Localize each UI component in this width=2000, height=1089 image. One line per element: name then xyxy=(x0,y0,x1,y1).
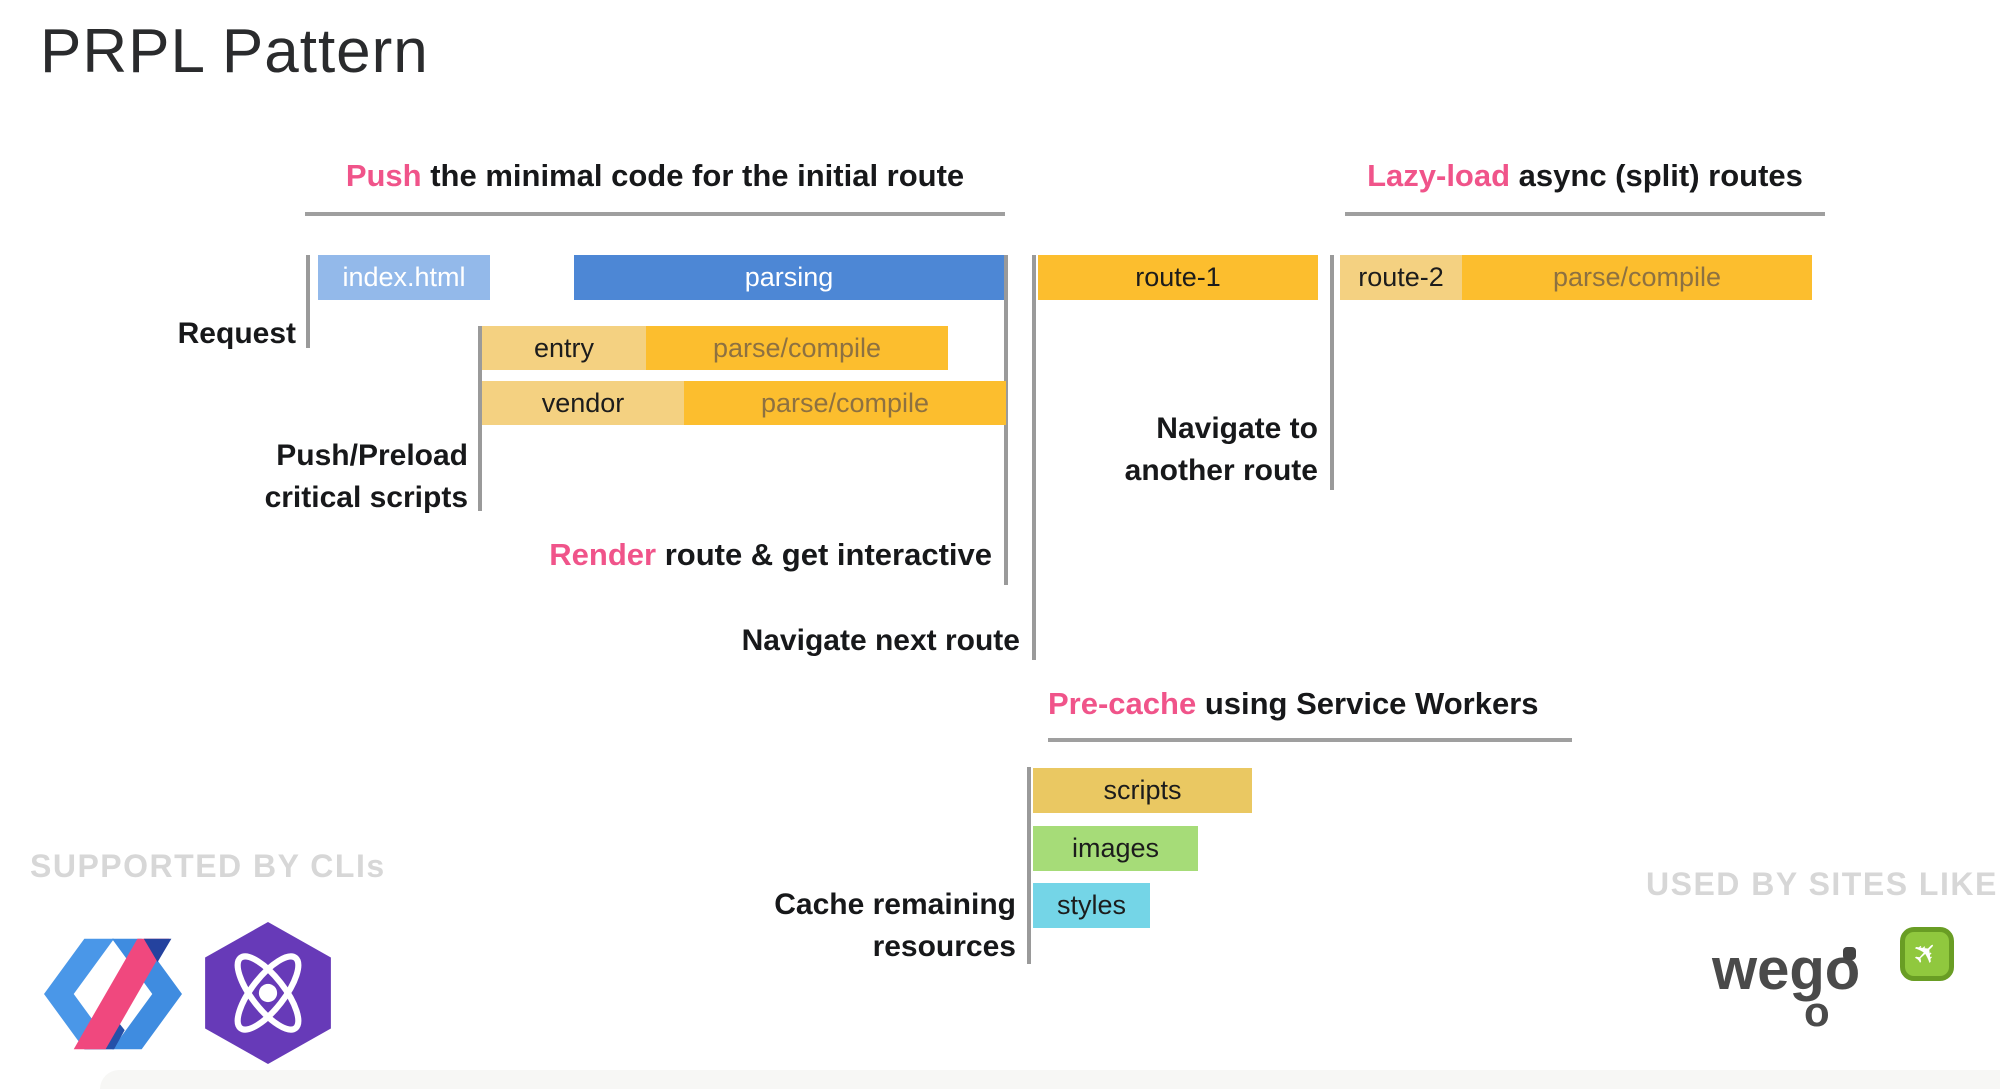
lazyload-header-accent: Lazy-load xyxy=(1367,158,1511,193)
render-header: Render route & get interactive xyxy=(392,537,992,573)
precache-header-accent: Pre-cache xyxy=(1048,686,1197,721)
bar-parsing: parsing xyxy=(574,255,1004,300)
push-preload-label-line2: critical scripts xyxy=(264,481,468,514)
push-header-accent: Push xyxy=(345,158,422,193)
cache-remaining-label: Cache remaining resources xyxy=(716,884,1016,968)
preact-logo-icon xyxy=(205,922,331,1064)
bar-vendor: vendor xyxy=(482,381,684,425)
push-header-rest: the minimal code for the initial route xyxy=(421,158,965,193)
push-preload-label: Push/Preload critical scripts xyxy=(100,435,468,519)
render-header-accent: Render xyxy=(549,537,657,572)
page-title: PRPL Pattern xyxy=(40,17,429,86)
render-tick-line xyxy=(1004,255,1008,585)
bar-styles: styles xyxy=(1033,883,1150,928)
bar-route-2-parse-compile: parse/compile xyxy=(1462,255,1812,300)
navigate-another-label-line2: another route xyxy=(1124,454,1318,487)
request-tick-line xyxy=(306,255,310,348)
navigate-another-label-line1: Navigate to xyxy=(1156,412,1318,445)
polymer-logo-icon xyxy=(44,938,182,1050)
cache-remaining-label-line1: Cache remaining xyxy=(774,888,1016,921)
bar-index-html: index.html xyxy=(318,255,490,300)
wego-logo-dot xyxy=(1843,947,1856,960)
precache-header-rest: using Service Workers xyxy=(1196,686,1539,721)
push-preload-label-line1: Push/Preload xyxy=(276,439,468,472)
bar-images: images xyxy=(1033,826,1198,871)
navigate-another-label: Navigate to another route xyxy=(1018,408,1318,492)
supported-by-clis-label: SUPPORTED BY CLIs xyxy=(30,848,386,884)
precache-tick-line xyxy=(1027,767,1031,964)
bar-scripts: scripts xyxy=(1033,768,1252,813)
lazyload-header: Lazy-load async (split) routes xyxy=(1345,158,1825,194)
bottom-sheet-edge xyxy=(100,1070,2000,1089)
wego-logo-sub-o: o xyxy=(1804,988,1830,1035)
used-by-sites-label: USED BY SITES LIKE xyxy=(1646,866,1998,902)
bar-route-2: route-2 xyxy=(1340,255,1462,300)
push-header: Push the minimal code for the initial ro… xyxy=(305,158,1005,194)
push-underline xyxy=(305,212,1005,216)
bar-entry-parse-compile: parse/compile xyxy=(646,326,948,370)
navigate-another-tick-line xyxy=(1330,255,1334,490)
push-preload-tick-line xyxy=(478,326,482,511)
precache-header: Pre-cache using Service Workers xyxy=(1048,686,1588,722)
navigate-next-label: Navigate next route xyxy=(741,624,1020,657)
render-header-rest: route & get interactive xyxy=(656,537,992,572)
lazyload-underline xyxy=(1345,212,1825,216)
bar-route-1: route-1 xyxy=(1038,255,1318,300)
lazyload-header-rest: async (split) routes xyxy=(1510,158,1803,193)
wego-logo-text: wego xyxy=(1712,937,1861,1002)
request-label: Request xyxy=(177,317,296,350)
navigate-next-tick-line xyxy=(1032,255,1036,660)
bar-vendor-parse-compile: parse/compile xyxy=(684,381,1006,425)
airplane-icon: ✈ xyxy=(1906,933,1948,975)
wego-logo-tile: ✈ xyxy=(1900,927,1954,981)
precache-underline xyxy=(1048,738,1572,742)
bar-entry: entry xyxy=(482,326,646,370)
cache-remaining-label-line2: resources xyxy=(872,930,1016,963)
